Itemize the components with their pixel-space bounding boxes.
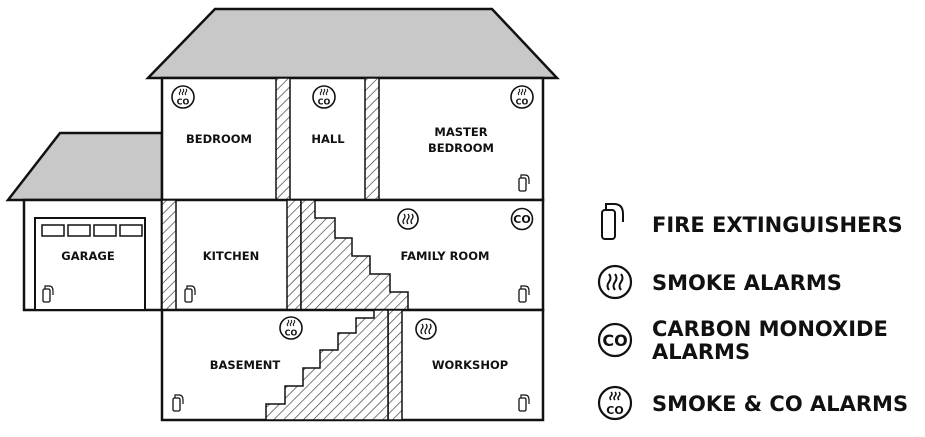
legend-co-alarm-icon: CO — [597, 322, 633, 358]
lower-stairs — [265, 309, 389, 421]
room-label-basement: BASEMENT — [210, 358, 281, 372]
room-label-garage: GARAGE — [61, 249, 115, 263]
smoke-alarm-icon — [397, 208, 419, 230]
room-label-kitchen: KITCHEN — [203, 249, 260, 263]
garage-window-2 — [67, 224, 91, 237]
upper-floor — [160, 76, 545, 202]
legend-label-fire-extinguishers: FIRE EXTINGUISHERS — [652, 213, 903, 237]
middle-wall-1 — [161, 199, 177, 311]
legend-label-co-alarms-line2: ALARMS — [652, 340, 750, 364]
svg-text:CO: CO — [606, 404, 623, 417]
svg-text:CO: CO — [602, 331, 627, 350]
middle-wall-2 — [286, 199, 302, 311]
garage-roof — [5, 131, 164, 202]
svg-text:CO: CO — [285, 329, 298, 338]
room-label-master-bedroom-line1: MASTER — [434, 125, 487, 139]
smoke-co-alarm-icon: CO — [279, 316, 303, 340]
smoke-co-alarm-icon: CO — [510, 85, 534, 109]
room-label-hall: HALL — [311, 132, 345, 146]
room-labels: BEDROOM HALL MASTER BEDROOM GARAGE KITCH… — [61, 125, 508, 372]
legend-smoke-alarm-icon — [597, 264, 633, 300]
upper-stairs — [300, 199, 409, 311]
basement-wall — [387, 309, 403, 421]
smoke-alarm-icon — [415, 318, 437, 340]
smoke-co-alarm-icon: CO — [171, 85, 195, 109]
main-roof — [145, 7, 560, 80]
upper-wall-1 — [275, 77, 291, 201]
legend-label-smoke-alarms: SMOKE ALARMS — [652, 271, 842, 295]
garage-window-1 — [41, 224, 65, 237]
room-label-family-room: FAMILY ROOM — [401, 249, 490, 263]
house — [5, 7, 560, 422]
room-label-master-bedroom-line2: BEDROOM — [428, 141, 494, 155]
svg-text:CO: CO — [516, 98, 529, 107]
upper-wall-2 — [364, 77, 380, 201]
legend-label-co-alarms-line1: CARBON MONOXIDE — [652, 317, 888, 341]
co-alarm-icon: CO — [510, 207, 534, 231]
smoke-co-alarm-icon: CO — [312, 85, 336, 109]
garage-window-4 — [119, 224, 143, 237]
svg-text:CO: CO — [177, 98, 190, 107]
legend-fire-extinguisher-icon — [601, 203, 624, 240]
room-label-bedroom: BEDROOM — [186, 132, 252, 146]
room-label-workshop: WORKSHOP — [432, 358, 508, 372]
legend-smoke-co-alarm-icon: CO — [597, 385, 633, 421]
legend-label-smoke-co-alarms: SMOKE & CO ALARMS — [652, 392, 908, 416]
svg-text:CO: CO — [513, 213, 530, 226]
garage-window-3 — [93, 224, 117, 237]
svg-text:CO: CO — [318, 98, 331, 107]
legend: FIRE EXTINGUISHERS SMOKE ALARMS CO CARBO… — [597, 203, 908, 421]
